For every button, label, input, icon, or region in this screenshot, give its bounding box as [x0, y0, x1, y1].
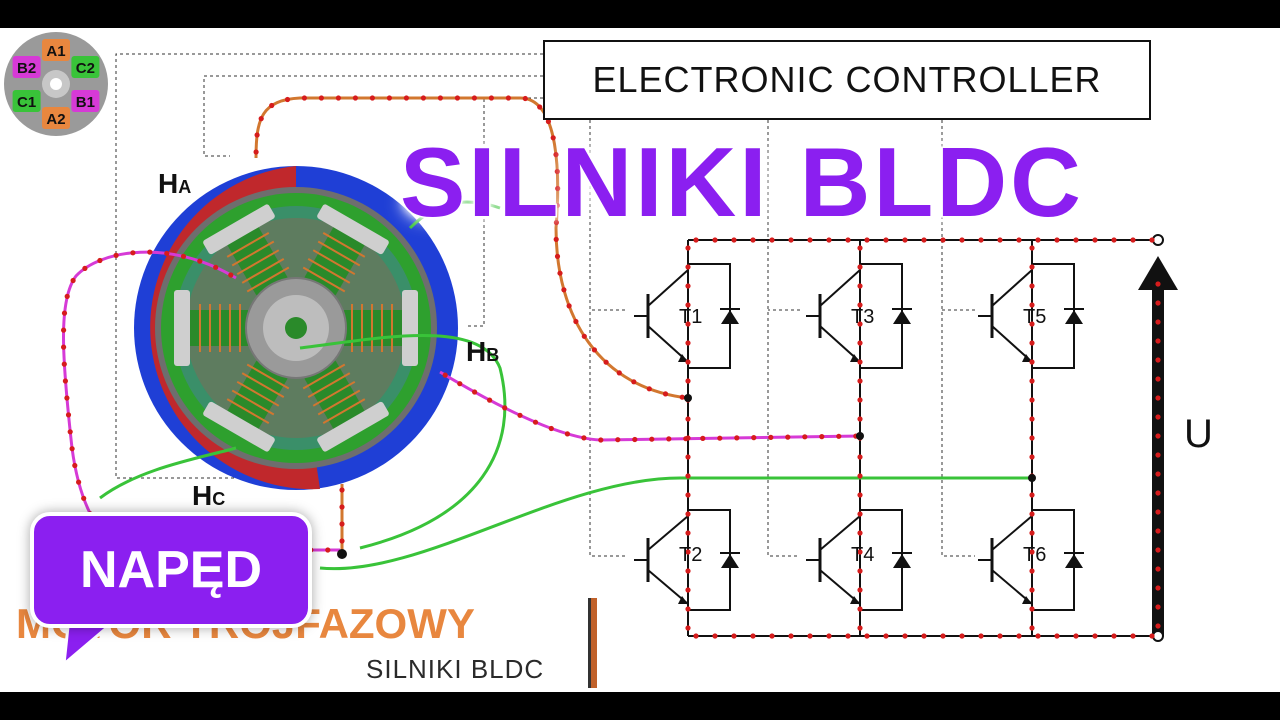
transistor-t3-label: T3 [851, 306, 875, 328]
logo-segment [42, 39, 70, 61]
controller-label: ELECTRONIC CONTROLLER [592, 59, 1102, 100]
logo-segment [71, 56, 100, 78]
callout-text: NAPĘD [79, 541, 263, 599]
logo-segment-label: C2 [76, 60, 95, 77]
transistor-t1 [634, 263, 740, 369]
hall-sensor-a-label: HA [158, 168, 192, 199]
circuit-diagram [61, 53, 1178, 642]
transistor-t6-label: T6 [1023, 544, 1047, 566]
hall-sensor-b-label: HB [466, 336, 500, 367]
logo-segment-label: B2 [17, 60, 36, 77]
control-dashed-lines [115, 53, 975, 557]
transistor-t6 [978, 509, 1084, 611]
transistor-t5 [978, 263, 1084, 369]
transistor-t2 [634, 509, 740, 611]
logo-segment [71, 90, 100, 112]
callout-badge: NAPĘD [30, 512, 312, 628]
logo-segment [42, 107, 70, 129]
logo-segment [12, 56, 41, 78]
logo-segment-label: B1 [76, 94, 95, 111]
hall-sensor-c-label: HC [192, 480, 226, 511]
transistor-t5-label: T5 [1023, 306, 1047, 328]
bldc-motor [134, 166, 458, 490]
transistor-t4 [806, 509, 912, 611]
logo-segment-label: C1 [17, 94, 36, 111]
supply-arrow [1138, 234, 1178, 642]
transistor-t3 [806, 263, 912, 369]
transistor-t2-label: T2 [679, 544, 703, 566]
logo-segment-label: A2 [46, 111, 65, 128]
logo-segment [12, 90, 41, 112]
video-title: SILNIKI BLDC [399, 126, 1084, 239]
transistor-group [634, 263, 1084, 611]
transistor-t4-label: T4 [851, 544, 875, 566]
supply-voltage-label: U [1184, 412, 1213, 456]
controller-box: ELECTRONIC CONTROLLER [543, 40, 1151, 120]
transistor-t1-label: T1 [679, 306, 703, 328]
logo-segment-label: A1 [46, 43, 65, 60]
brand-divider [588, 598, 597, 688]
brand-subtitle: SILNIKI BLDC [366, 654, 545, 684]
